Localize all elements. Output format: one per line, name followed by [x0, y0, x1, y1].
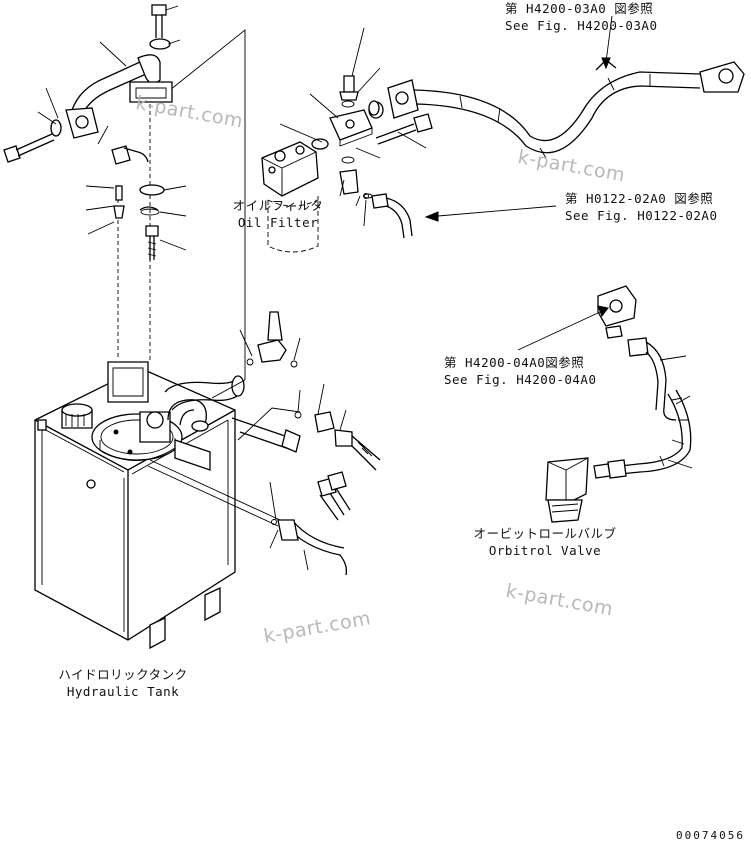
oil-filter-label-en: Oil Filter: [237, 215, 319, 230]
leader-lines: [37, 5, 693, 571]
ref-h4200-04a0-en: See Fig. H4200-04A0: [444, 372, 597, 387]
orbitrol-valve: [545, 285, 692, 523]
ref-h4200-04a0-jp: 第 H4200-04A0図参照: [444, 355, 585, 370]
ref-h4200-03a0-jp: 第 H4200-03A0 図参照: [505, 1, 654, 16]
ref-h4200-03a0-en: See Fig. H4200-03A0: [505, 18, 658, 33]
oil-filter-label-jp: オイルフィルタ: [232, 198, 324, 213]
ref-h0122-02a0-jp: 第 H0122-02A0 図参照: [565, 191, 714, 206]
ref-h0122-02a0-en: See Fig. H0122-02A0: [565, 208, 718, 223]
orbitrol-valve-label-jp: オービットロールバルブ: [473, 526, 617, 541]
tank-hoses: [147, 311, 381, 576]
filter-head-left: [3, 4, 173, 260]
hydraulic-tank-label-en: Hydraulic Tank: [66, 684, 180, 699]
document-id: 00074056: [676, 829, 745, 842]
block-assembly: [329, 59, 745, 239]
hydraulic-tank-label-jp: ハイドロリックタンク: [58, 667, 188, 682]
hydraulic-tank: [34, 361, 236, 650]
orbitrol-valve-label-en: Orbitrol Valve: [488, 543, 602, 558]
oil-filter: [261, 138, 329, 253]
reference-arrows: [424, 15, 613, 351]
